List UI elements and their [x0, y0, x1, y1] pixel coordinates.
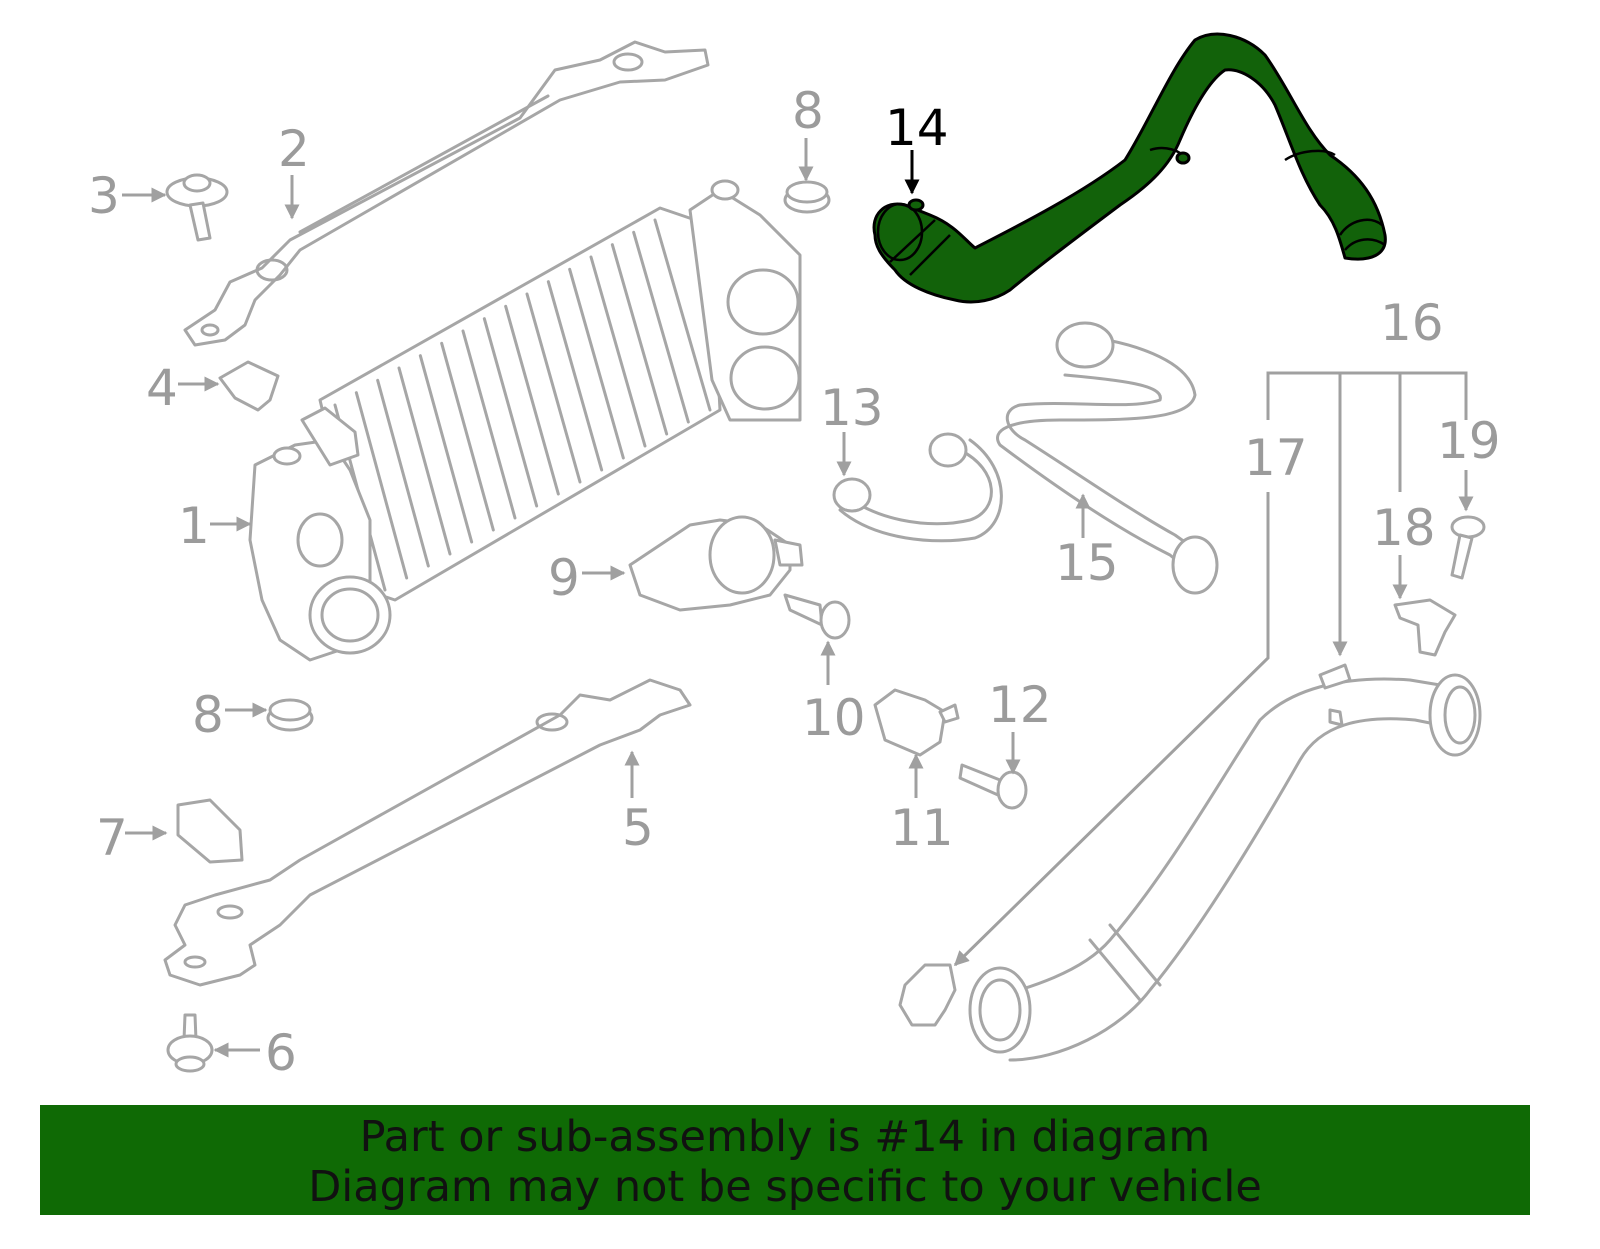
part-13-small-hose [832, 432, 1003, 543]
callout-8-top: 8 [792, 82, 824, 140]
callout-11: 11 [890, 799, 954, 857]
callout-10: 10 [802, 689, 866, 747]
callout-19: 19 [1437, 412, 1501, 470]
part-14-hose-highlighted [872, 32, 1387, 304]
part-19-bolt [1450, 515, 1486, 580]
callout-4: 4 [146, 359, 178, 417]
intercooler-fin-line [397, 366, 452, 556]
part-18-clip [1393, 598, 1457, 657]
intercooler-fin-line [482, 317, 539, 508]
part-7-clip [176, 798, 244, 864]
intercooler-fin-line [440, 341, 495, 532]
intercooler-fin-line [418, 354, 474, 544]
intercooler-fin-line [525, 292, 582, 484]
callout-9: 9 [548, 549, 580, 607]
intercooler-fin-line [632, 230, 690, 424]
info-banner: Part or sub-assembly is #14 in diagram D… [40, 1105, 1530, 1215]
intercooler-fin-line [354, 391, 409, 580]
intercooler-fin-line [568, 267, 625, 460]
callout-18: 18 [1372, 499, 1436, 557]
callout-6: 6 [265, 1024, 297, 1082]
callout-2: 2 [278, 120, 310, 178]
intercooler-fin-line [504, 304, 560, 496]
part-12-bolt [958, 763, 1028, 810]
callout-5: 5 [622, 799, 654, 857]
part-4-clip [218, 360, 280, 412]
part-6-stud [166, 1013, 214, 1073]
callout-7: 7 [96, 809, 128, 867]
part-11-sensor [873, 688, 960, 757]
intercooler-fin-line [546, 280, 604, 472]
intercooler-fin-line [589, 255, 647, 448]
part-9-actuator [628, 515, 804, 612]
callout-15: 15 [1055, 534, 1119, 592]
part-1-intercooler [248, 179, 802, 662]
callout-1: 1 [178, 497, 210, 555]
intercooler-fin-line [376, 378, 430, 568]
callout-17: 17 [1244, 429, 1308, 487]
intercooler-fin-line [461, 329, 517, 520]
callout-leaders [122, 138, 1474, 1058]
intercooler-fin-line [653, 218, 712, 412]
part-8-grommet-bottom [266, 698, 314, 732]
part-2-upper-bracket [183, 40, 710, 347]
callout-13: 13 [820, 379, 884, 437]
callout-12: 12 [988, 676, 1052, 734]
callout-labels: 3 2 4 1 8 8 9 10 11 12 13 14 15 16 17 18… [88, 82, 1501, 1082]
part-10-bolt [783, 593, 851, 640]
banner-line-1: Part or sub-assembly is #14 in diagram [359, 1112, 1211, 1162]
part-16-hose-assembly [968, 663, 1482, 1062]
banner-line-2: Diagram may not be specific to your vehi… [308, 1162, 1262, 1212]
callout-16: 16 [1380, 294, 1444, 352]
part-17-gasket [898, 963, 957, 1027]
callout-14: 14 [885, 99, 949, 157]
callout-8-bottom: 8 [192, 686, 224, 744]
intercooler-fin-line [610, 243, 669, 436]
part-5-lower-bracket [163, 678, 692, 987]
part-3-bolt [165, 173, 229, 242]
callout-3: 3 [88, 167, 120, 225]
part-8-grommet-top [783, 180, 831, 214]
